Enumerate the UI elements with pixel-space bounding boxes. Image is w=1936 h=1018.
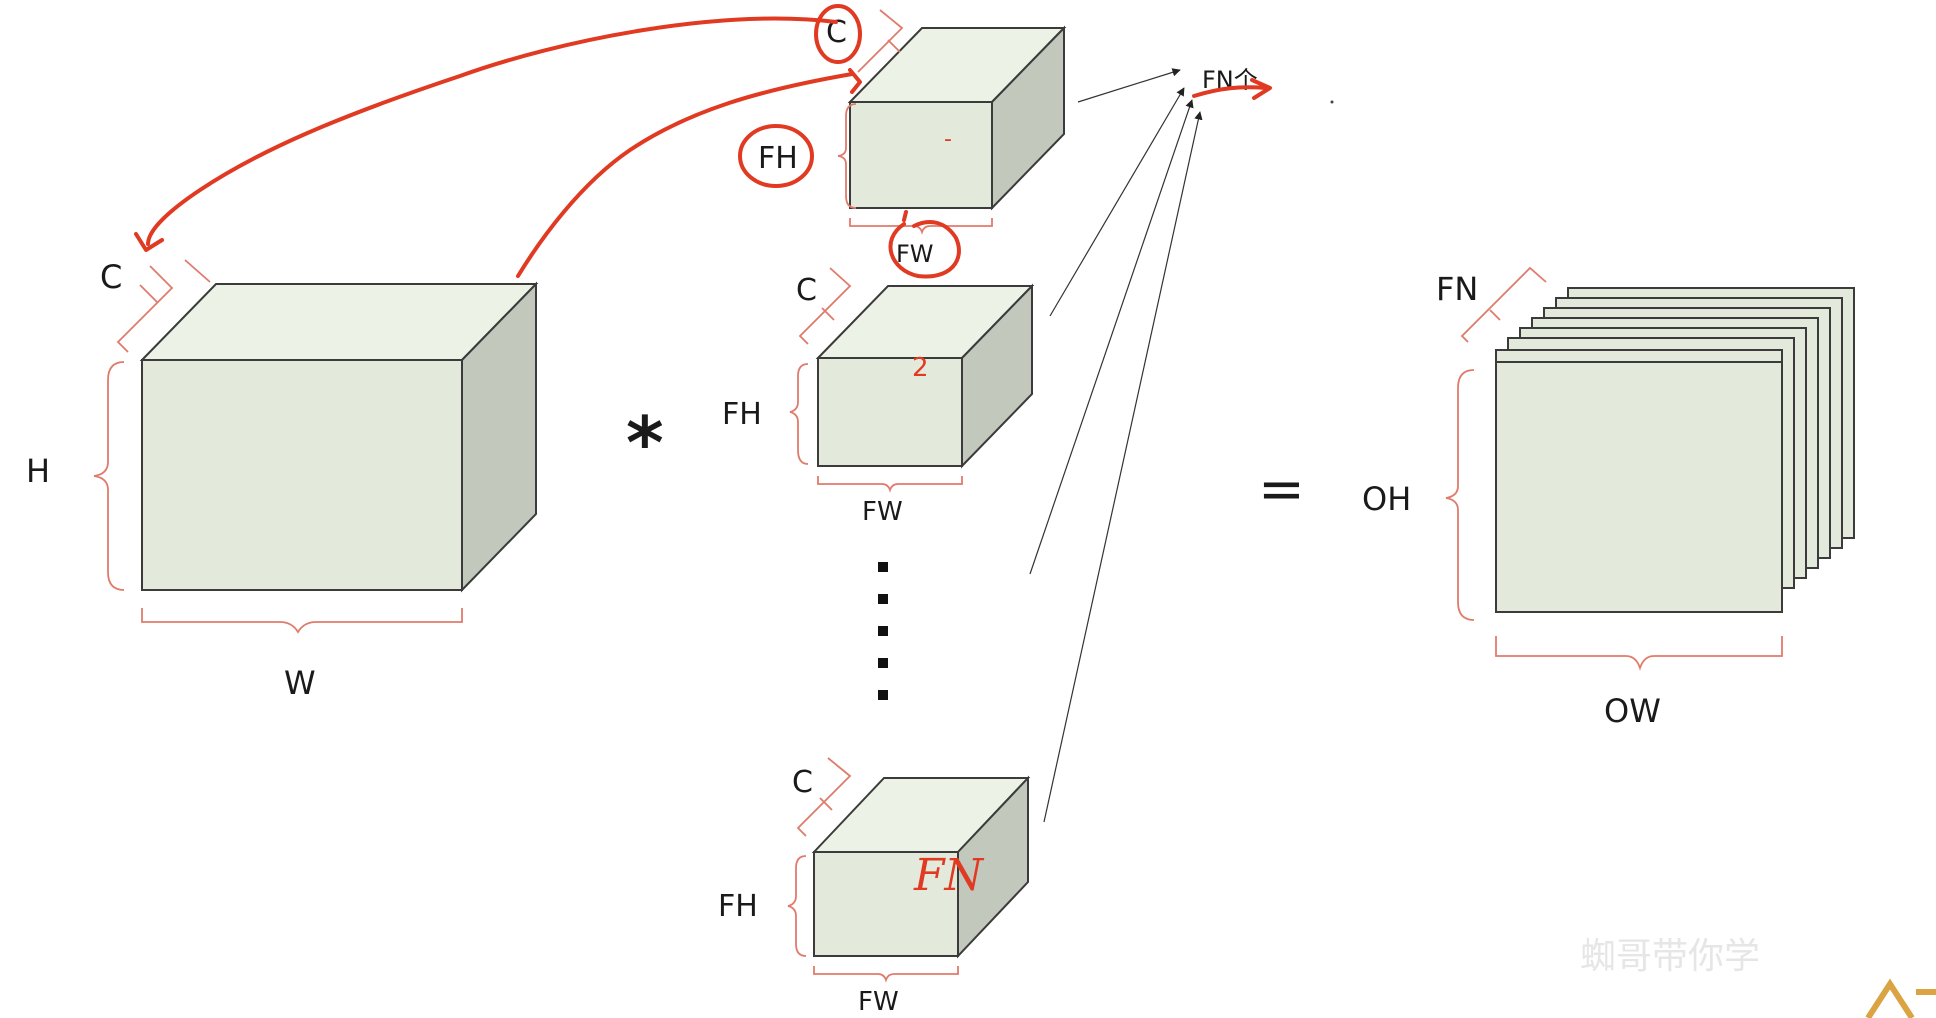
filter-n-height-label: FH (718, 889, 758, 924)
filter-n-front-face (813, 851, 959, 957)
ellipsis-dot-3 (878, 626, 888, 636)
annotation-depth-link-curve (516, 72, 854, 278)
output-height-label: OH (1362, 480, 1411, 518)
input-height-label: H (26, 452, 50, 490)
annotation-depth-link-tick (848, 68, 862, 94)
input-block (139, 281, 539, 593)
annotation-filter-1-mark: - (944, 127, 952, 152)
filter-2-width-brace (817, 476, 963, 493)
output-width-brace (1495, 636, 1783, 671)
filter-2-front-face (817, 357, 963, 467)
filter-1-height-label: FH (758, 141, 798, 176)
output-channel-brace (1460, 266, 1547, 343)
input-width-brace (141, 608, 463, 634)
filter-n-channel-label: C (792, 765, 813, 800)
annotation-count-underline (1192, 85, 1268, 98)
filter-n-height-brace (787, 855, 807, 957)
annotation-circle-filter-channel (814, 4, 862, 64)
annotation-circle-filter-height (738, 124, 814, 188)
filter-1-arrow (1077, 68, 1181, 103)
annotation-filter-2-mark: 2 (912, 353, 929, 383)
output-sheet-1 (1495, 361, 1783, 613)
filter-n-width-brace (813, 966, 959, 983)
filter-2-height-label: FH (722, 397, 762, 432)
input-height-brace (93, 361, 125, 591)
watermark-text: 蜘哥带你学 (1580, 936, 1760, 977)
filter-1-channel-brace (857, 9, 904, 73)
ellipsis-dot-5 (878, 690, 888, 700)
filter-n-arrow (1043, 111, 1203, 823)
red-annotations (134, 4, 1272, 279)
filter-2-arrow (1049, 87, 1185, 317)
filter-1-height-brace (837, 103, 857, 209)
input-width-label: W (284, 664, 316, 702)
annotation-channel-curve-arrow (146, 16, 838, 246)
filter-3-arrow (1029, 99, 1194, 575)
filter-2-channel-brace (798, 267, 852, 345)
input-channel-label: C (100, 258, 122, 296)
stray-dot (1330, 100, 1334, 104)
filter-1-block (847, 25, 1067, 211)
filter-arrows (1029, 68, 1203, 823)
output-width-label: OW (1604, 692, 1661, 730)
output-channel-label: FN (1436, 270, 1478, 308)
filter-2-height-brace (789, 363, 809, 465)
annotation-filter-n-mark: FN (913, 850, 985, 901)
ellipsis-dot-4 (878, 658, 888, 668)
convolution-operator: * (626, 401, 664, 485)
annotation-channel-arrowhead (134, 232, 164, 252)
input-block-front-face (141, 359, 463, 591)
filter-n-width-label: FW (858, 987, 899, 1017)
equals-sign: = (1258, 457, 1305, 522)
filter-1-front-face (849, 101, 993, 209)
filter-n-channel-brace (796, 757, 852, 837)
filter-1-channel-label: C (826, 15, 847, 50)
output-stack (1495, 287, 1855, 613)
filter-1-width-label: FW (896, 240, 934, 268)
output-height-brace (1445, 369, 1475, 621)
annotation-count-arrowhead (1250, 78, 1272, 100)
filter-n-block (811, 775, 1031, 959)
ellipsis-dot-1 (878, 562, 888, 572)
ellipsis-dot-2 (878, 594, 888, 604)
filter-2-width-label: FW (862, 497, 903, 527)
input-channel-brace (116, 259, 211, 353)
logo-corner-icon (1865, 978, 1936, 1018)
annotation-circle-filter-width (888, 210, 961, 279)
filter-2-channel-label: C (796, 273, 817, 308)
filter-2-block (815, 283, 1035, 469)
filter-ellipsis (878, 562, 888, 700)
